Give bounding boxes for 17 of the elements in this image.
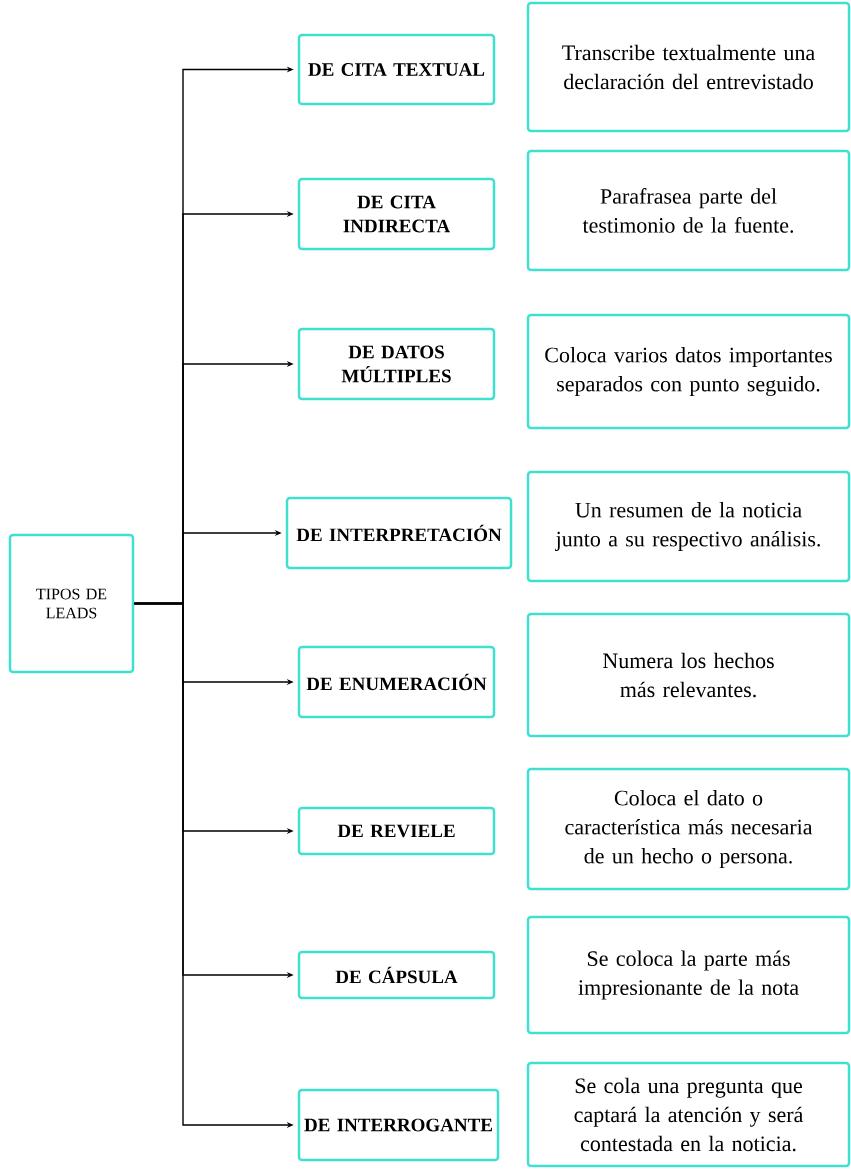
type-box: DE CÁPSULA [297, 950, 496, 1000]
type-box: DE INTERROGANTE [297, 1088, 500, 1162]
description-box: Transcribe textualmente una declaración del entrevistado [526, 1, 851, 133]
type-box: DE CITA TEXTUAL [297, 33, 496, 106]
description-box: Se cola una pregunta que captará la atención y será contestada en la noticia. [526, 1061, 851, 1168]
description-box: Numera los hechos más relevantes. [526, 612, 851, 738]
description-box: Parafrasea parte del testimonio de la fuente. [526, 149, 851, 272]
description-box: Coloca varios datos importantes separados con punto seguido. [526, 313, 851, 430]
label-box: TIPOS DE LEADS [8, 533, 135, 674]
type-box: DE DATOS MÚLTIPLES [297, 327, 496, 401]
type-box: DE INTERPRETACIÓN [285, 496, 513, 570]
type-box: DE REVIELE [297, 806, 496, 856]
description-box: Un resumen de la noticia junto a su respectivo análisis. [526, 470, 851, 583]
type-box: DE ENUMERACIÓN [297, 645, 496, 719]
description-box: Coloca el dato o característica más necesaria de un hecho o persona. [526, 767, 851, 891]
type-box: DE CITA INDIRECTA [297, 177, 496, 251]
description-box: Se coloca la parte más impresionante de la nota [526, 915, 851, 1035]
